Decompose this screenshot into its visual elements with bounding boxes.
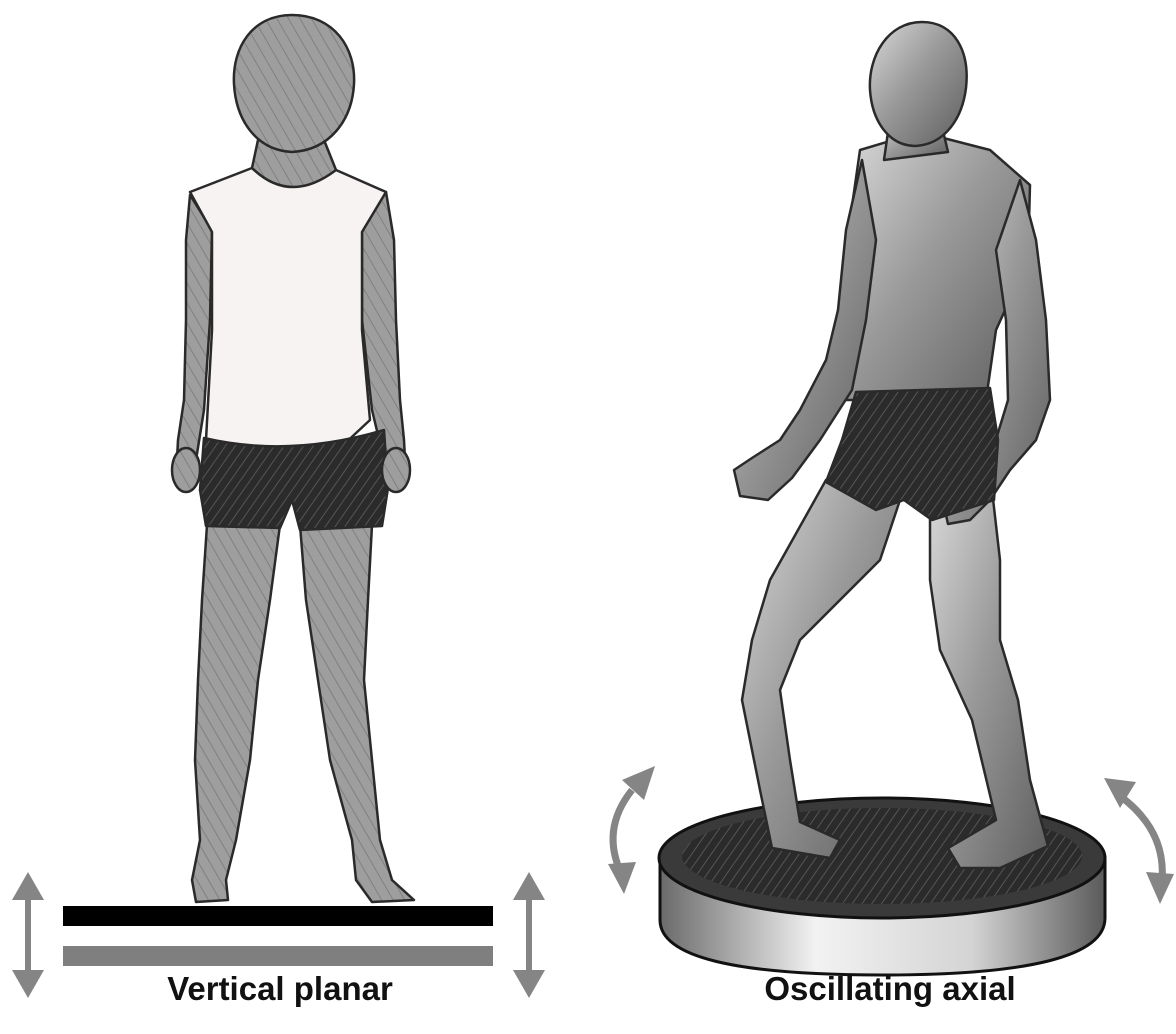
up-down-arrow-icon bbox=[12, 872, 44, 998]
platform-bottom-plate bbox=[63, 946, 493, 966]
caption-vertical-planar: Vertical planar bbox=[60, 970, 500, 1008]
right-leg bbox=[300, 525, 414, 902]
standing-person-sketch bbox=[172, 15, 414, 902]
right-hand bbox=[382, 448, 410, 492]
caption-oscillating-axial: Oscillating axial bbox=[660, 970, 1120, 1008]
up-down-arrow-icon bbox=[513, 872, 545, 998]
head bbox=[870, 22, 967, 146]
shorts bbox=[200, 430, 388, 530]
vertical-planar-panel bbox=[12, 15, 545, 998]
head bbox=[234, 15, 354, 152]
oscillating-axial-panel bbox=[608, 22, 1174, 975]
left-hand bbox=[172, 448, 200, 492]
tshirt bbox=[190, 168, 386, 452]
platform-top-plate bbox=[63, 906, 493, 926]
curved-double-arrow-icon bbox=[608, 766, 655, 894]
bent-knee-person-sketch bbox=[734, 22, 1050, 868]
curved-double-arrow-icon bbox=[1104, 778, 1174, 904]
left-leg bbox=[192, 525, 280, 902]
